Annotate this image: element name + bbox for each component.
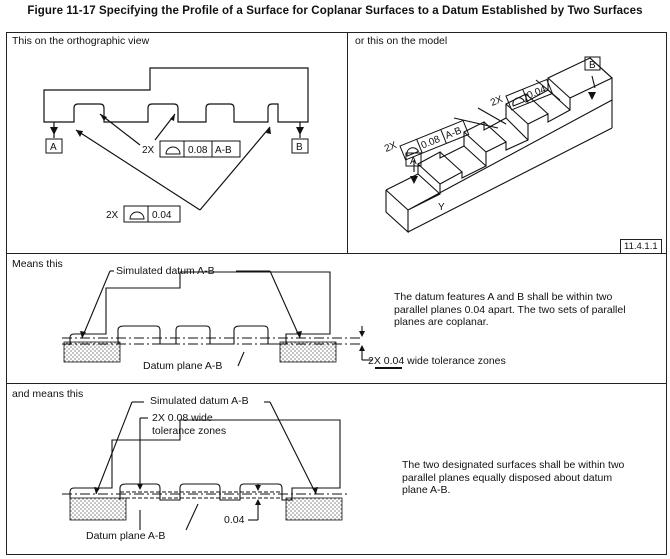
ortho-fcf2-value: 0.04	[152, 210, 172, 221]
and-means-dim: 0.04	[224, 514, 245, 526]
means-zone-value: 0.04	[383, 355, 405, 367]
ref-number: 11.4.1.1	[620, 239, 662, 254]
means-zone-text: wide tolerance zones	[407, 355, 506, 367]
means-label: Means this	[12, 258, 63, 270]
panel-and-means-this	[6, 383, 667, 555]
model-datum-b: B	[589, 60, 596, 71]
ortho-fcf2-count: 2X	[106, 210, 119, 221]
ortho-label: This on the orthographic view	[12, 35, 150, 47]
model-label: or this on the model	[355, 35, 448, 47]
figure-title: Figure 11-17 Specifying the Profile of a…	[27, 5, 643, 17]
and-means-zone-label-1: 2X 0.08 wide	[152, 412, 213, 424]
means-zone-count: 2X	[368, 355, 381, 367]
model-datum-a: A	[410, 156, 417, 167]
and-means-note: The two designated surfaces shall be wit…	[402, 459, 625, 496]
model-fcf2-count: 2X	[489, 94, 505, 109]
model-axis-y: Y	[438, 202, 445, 213]
ortho-fcf1-value: 0.08	[188, 145, 208, 156]
means-zone-label: 2X 0.04 wide tolerance zones	[368, 355, 506, 367]
means-datum-plane: Datum plane A-B	[143, 360, 223, 372]
and-means-zone-label-2: tolerance zones	[152, 425, 227, 437]
model-fcf1-count: 2X	[383, 140, 399, 155]
and-means-label: and means this	[12, 388, 84, 400]
and-means-datum-plane: Datum plane A-B	[86, 530, 166, 542]
means-sim-datum: Simulated datum A-B	[116, 265, 215, 277]
ortho-datum-a: A	[50, 142, 57, 153]
ortho-fcf1-count: 2X	[142, 145, 155, 156]
and-means-sim-datum: Simulated datum A-B	[150, 395, 249, 407]
means-note: The datum features A and B shall be with…	[394, 291, 626, 328]
ortho-fcf1-datum: A-B	[215, 145, 232, 156]
ortho-datum-b: B	[296, 142, 303, 153]
